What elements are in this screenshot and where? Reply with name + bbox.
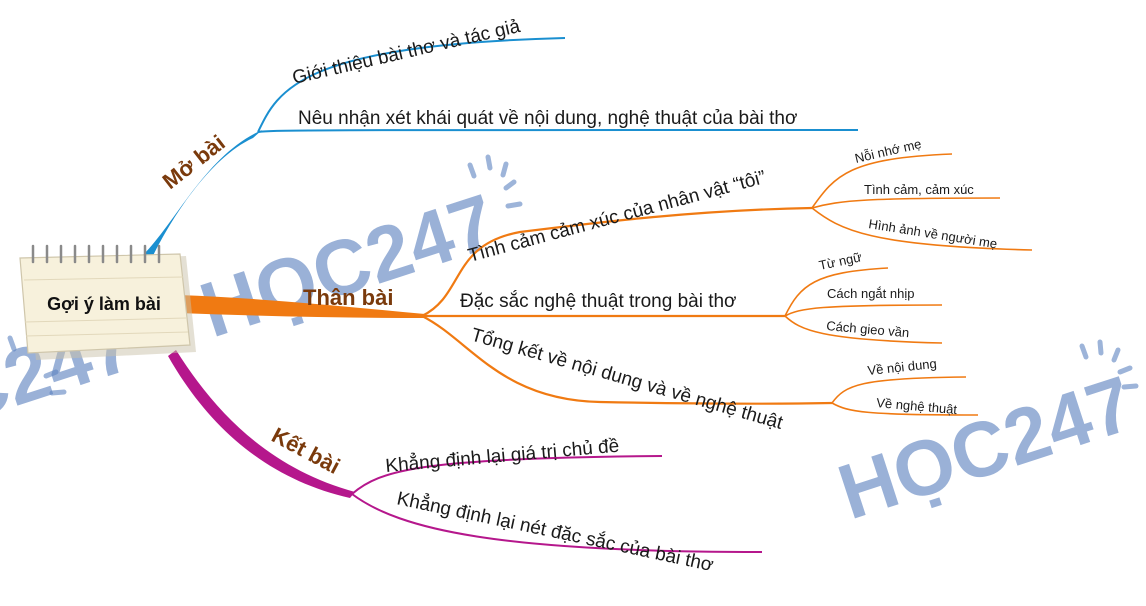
branch-label-than-bai: Thân bài <box>303 285 393 310</box>
topic-text: Tổng kết về nội dung và về nghệ thuật <box>469 325 786 434</box>
sub-leaf-text: Nỗi nhớ mẹ <box>853 136 922 166</box>
connector-line <box>831 376 967 404</box>
connector-line <box>784 267 889 317</box>
leaf-text: Khẳng định lại giá trị chủ đề <box>385 435 621 477</box>
notepad-lines <box>23 276 189 337</box>
notepad-paper <box>19 253 191 354</box>
watermark-text: HỌC247 <box>828 359 1144 536</box>
connector-line <box>421 206 813 317</box>
branch-stem <box>140 130 262 262</box>
connector-line <box>421 315 833 405</box>
connector-line <box>811 207 1033 251</box>
connector-line <box>351 455 663 495</box>
branch-than-bai: Thân bài Tình cảm cảm xúc của nhân vật “… <box>178 136 1033 434</box>
topic-text: Đặc sắc nghệ thuật trong bài thơ <box>460 290 737 312</box>
connector-line <box>811 153 953 209</box>
sub-leaf-text: Về nội dung <box>867 356 938 378</box>
connector-line <box>784 304 943 317</box>
leaf-text: Nêu nhận xét khái quát về nội dung, nghệ… <box>298 108 797 129</box>
connector-line <box>257 37 566 133</box>
sub-leaf-text: Cách gieo vần <box>826 318 910 340</box>
sub-leaf-text: Từ ngữ <box>818 249 864 273</box>
sub-leaf-text: Tình cảm, cảm xúc <box>864 182 974 197</box>
connector-line <box>811 197 1001 209</box>
leaf-text: Giới thiệu bài thơ và tác giả <box>290 16 522 89</box>
watermark-sparkles-icon <box>7 154 1139 396</box>
branch-stem <box>178 295 425 318</box>
connector-line <box>351 493 763 553</box>
sub-leaf-text: Cách ngắt nhịp <box>827 286 914 301</box>
sub-leaf-text: Hình ảnh về người mẹ <box>868 216 999 251</box>
branch-mo-bai: Mở bài Giới thiệu bài thơ và tác giả Nêu… <box>140 16 859 262</box>
connector-line <box>784 315 943 344</box>
watermark-text: HỌC247 <box>190 177 506 354</box>
central-label: Gợi ý làm bài <box>47 294 161 314</box>
connector-line <box>257 129 859 133</box>
leaf-text: Khẳng định lại nét đặc sắc của bài thơ <box>395 487 716 576</box>
connector-line <box>831 402 979 416</box>
central-node: Gợi ý làm bài <box>19 244 196 360</box>
spiral-binding-icon <box>31 244 161 264</box>
sub-leaf-text: Về nghệ thuật <box>876 395 958 417</box>
